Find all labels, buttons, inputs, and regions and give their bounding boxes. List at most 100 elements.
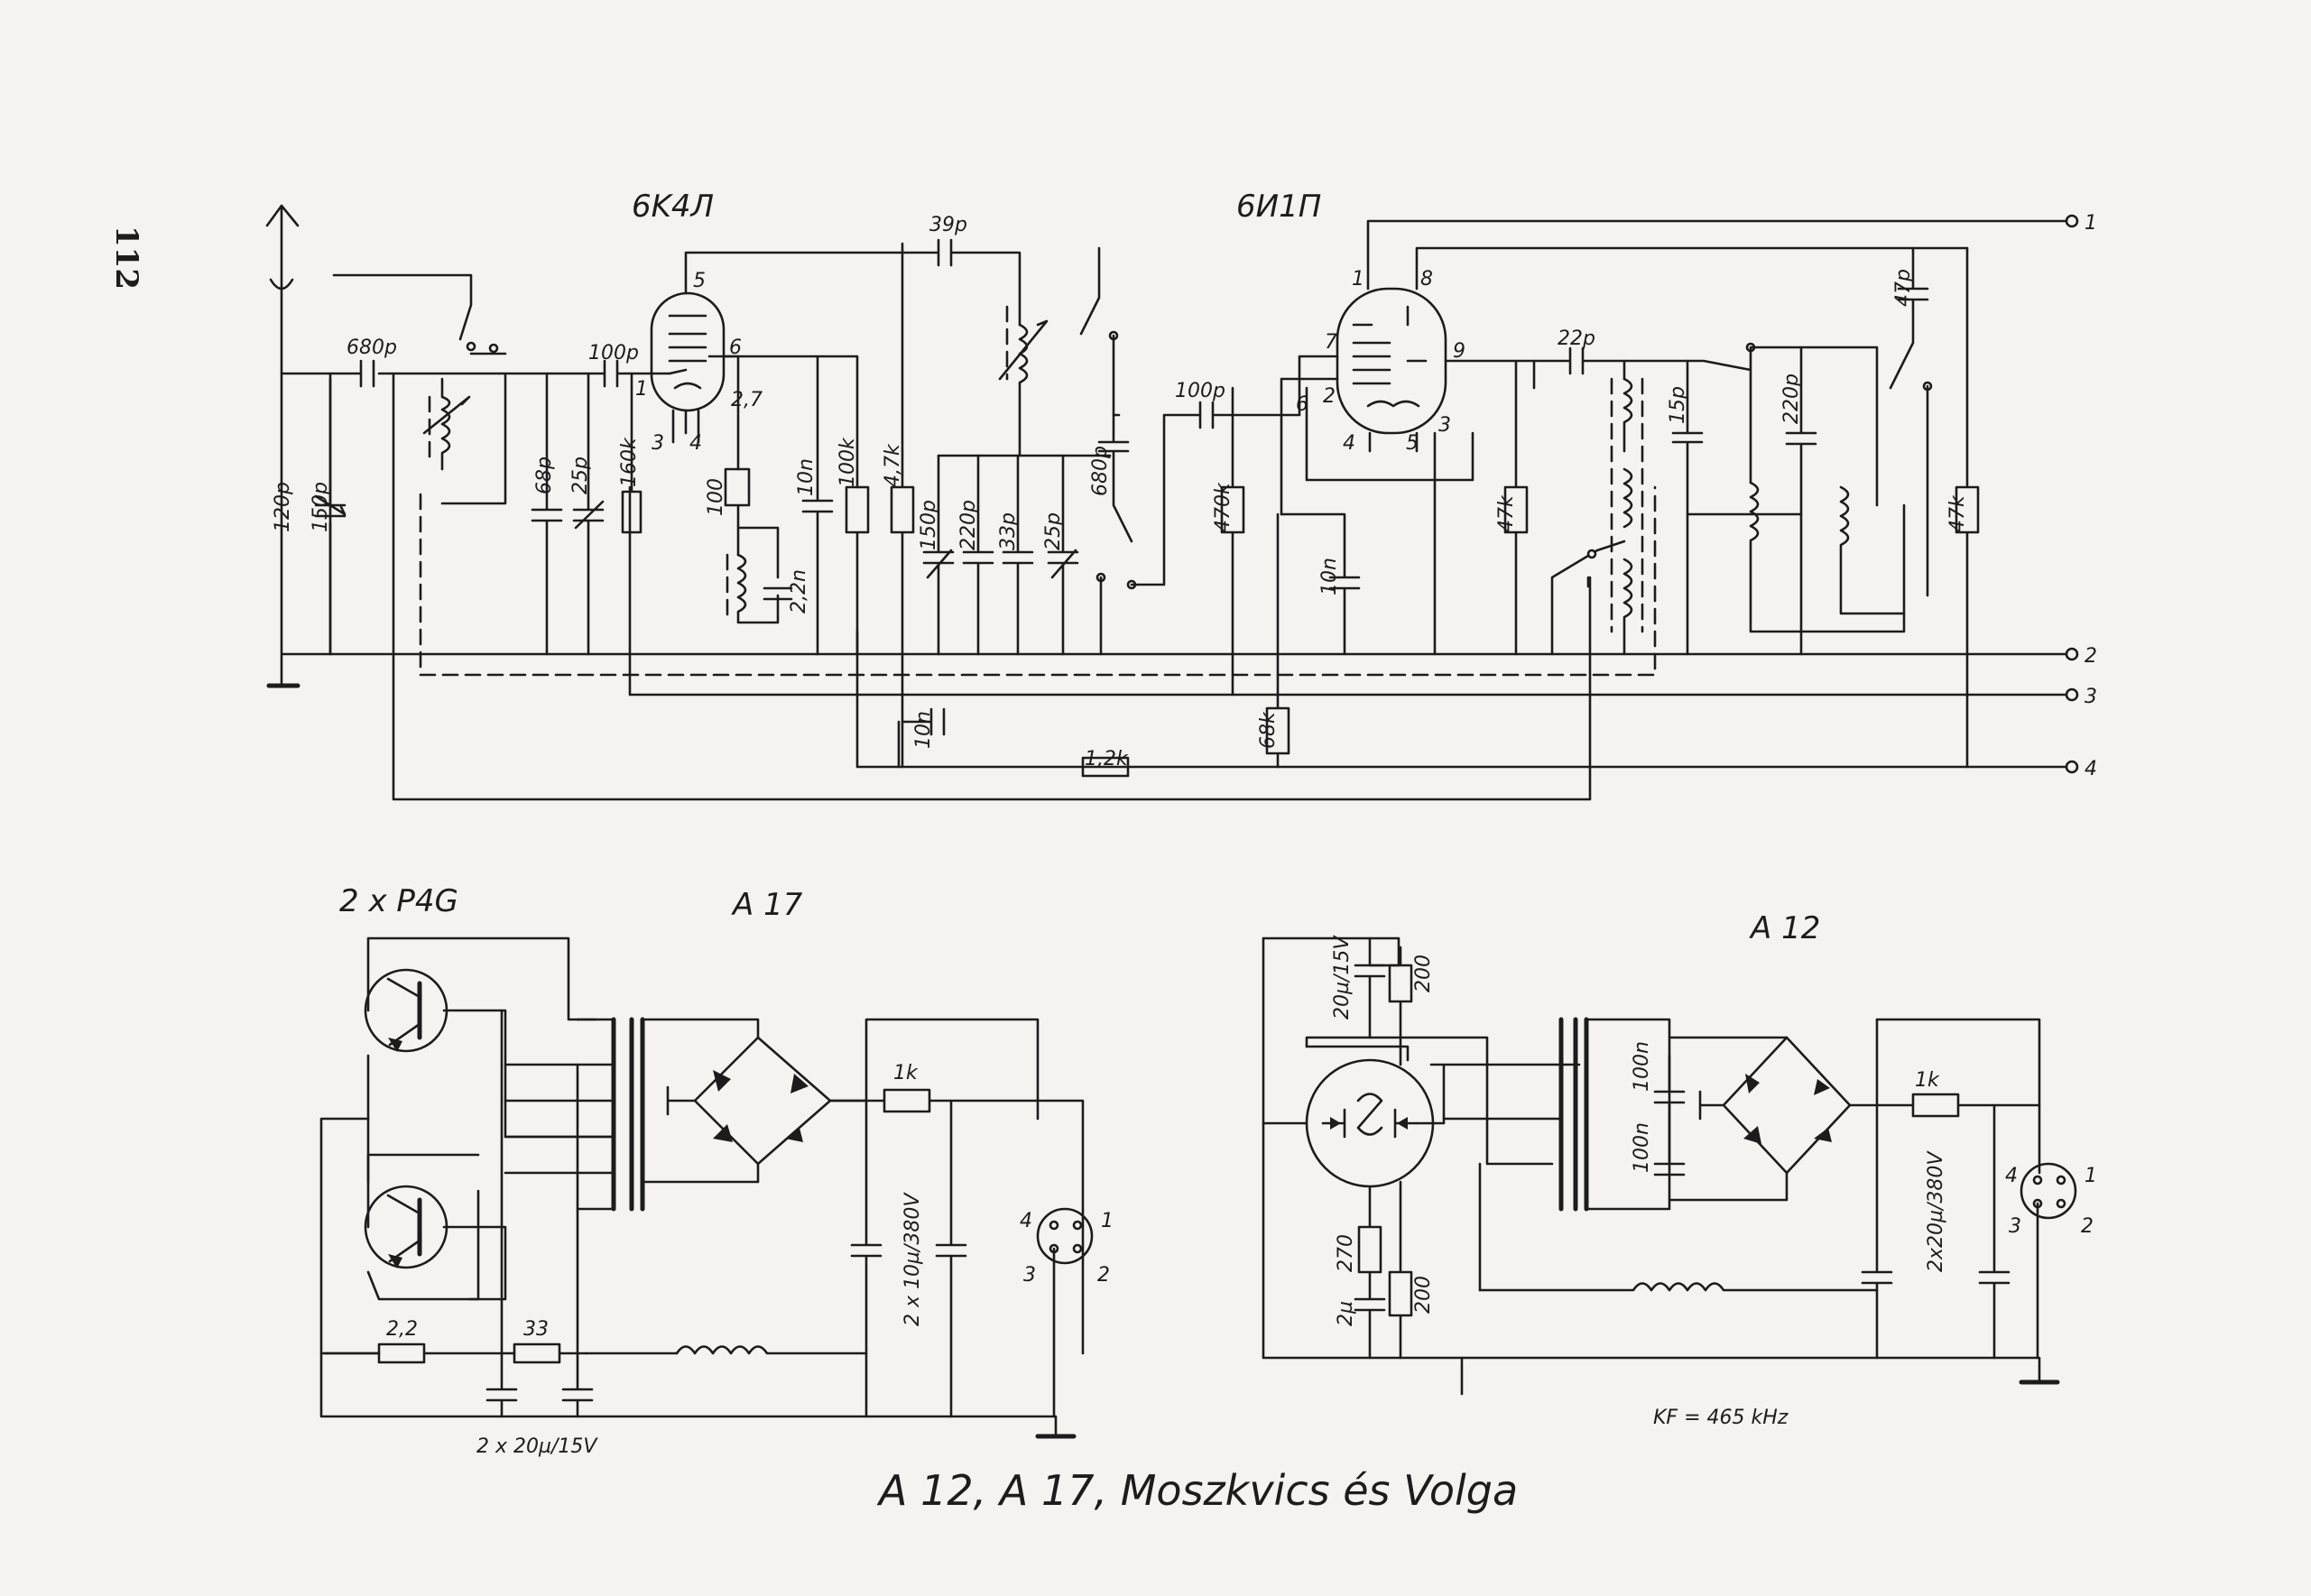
label-r-68k: 68k — [1257, 711, 1280, 749]
osc-tube-label: 6И1П — [1236, 189, 1321, 225]
label-c-150p-trim: 150p — [310, 482, 332, 532]
label-r-47k-b: 47k — [1946, 494, 1969, 532]
label-r-160k: 160k — [618, 437, 641, 487]
label-c-47p: 47p — [1892, 269, 1915, 307]
a12-label-c-filter: 2x20µ/380V — [1925, 1150, 1947, 1272]
a17-pin-4: 4 — [1020, 1210, 1032, 1232]
rectifier-bridge-icon — [666, 1018, 1040, 1166]
label-r-4-7k: 4,7k — [882, 443, 904, 487]
a12-pin-2: 2 — [2081, 1215, 2094, 1238]
figure-caption: A 12, A 17, Moszkvics és Volga — [876, 1466, 1518, 1515]
rectifier-tube-icon — [1305, 1058, 1435, 1188]
shield-bus — [419, 485, 1657, 677]
a12-label-20u: 20µ/15V — [1331, 935, 1354, 1019]
terminal-1 — [2065, 214, 2079, 228]
label-c-120p: 120p — [272, 482, 294, 532]
label-c-39p: 39p — [929, 214, 967, 236]
label-c-2-2n: 2,2n — [788, 569, 810, 613]
label-c-68p: 68p — [533, 457, 556, 494]
svg-text:4: 4 — [1343, 432, 1355, 455]
a17-transistor-label: 2 x P4G — [339, 883, 458, 919]
terminal-2 — [2065, 647, 2079, 661]
a12-label-200b: 200 — [1412, 1276, 1435, 1314]
a12-pin-4: 4 — [2005, 1165, 2018, 1187]
svg-text:6: 6 — [729, 337, 742, 359]
label-c-680p: 680p — [347, 337, 397, 359]
label-c-150p: 150p — [918, 500, 940, 550]
svg-text:8: 8 — [1420, 268, 1433, 291]
a17-pin-1: 1 — [1101, 1210, 1114, 1232]
a12-label-2u: 2µ — [1335, 1301, 1357, 1326]
label-r-1-2k: 1,2k — [1085, 748, 1129, 770]
label-r-470k: 470k — [1212, 482, 1234, 532]
a12-pin-1: 1 — [2085, 1165, 2097, 1187]
label-c-680p-b: 680p — [1089, 446, 1112, 496]
svg-text:3: 3 — [652, 432, 664, 455]
a12-label-200a: 200 — [1412, 955, 1435, 992]
svg-text:1: 1 — [1352, 268, 1364, 291]
a17-label-c-filter: 2 x 10µ/380V — [901, 1192, 924, 1326]
label-c-220p-b: 220p — [1780, 374, 1803, 424]
terminal-3-label: 3 — [2085, 686, 2097, 708]
transistor-icon — [364, 968, 448, 1053]
vertical-labels: 120p 150p 68p 25p 160k 100 2,2n 10n 100k… — [272, 269, 1969, 749]
switch-bus — [392, 372, 1592, 801]
a17-label-33: 33 — [523, 1318, 549, 1341]
svg-text:2,7: 2,7 — [731, 389, 763, 411]
label-c-15p: 15p — [1667, 386, 1689, 424]
a12-pin-3: 3 — [2009, 1215, 2021, 1238]
a17-label-c-pair: 2 x 20µ/15V — [476, 1435, 598, 1458]
tube-pin-labels: 5 6 1 2,7 3 4 1 8 7 9 6 2 4 5 3 — [635, 268, 1465, 455]
label-c-220p-a: 220p — [957, 500, 980, 550]
a12-label-270: 270 — [1335, 1234, 1357, 1272]
svg-text:5: 5 — [1406, 432, 1419, 455]
terminal-4 — [2065, 760, 2079, 774]
svg-text:5: 5 — [693, 270, 706, 292]
svg-text:7: 7 — [1325, 331, 1337, 354]
a17-pin-3: 3 — [1023, 1264, 1036, 1287]
if-transformer-coil — [1610, 377, 1644, 656]
terminal-2-label: 2 — [2085, 645, 2097, 668]
rf-tube-label: 6K4Л — [632, 189, 714, 225]
a12-title: A 12 — [1749, 910, 1820, 946]
transistor-icon — [364, 1185, 448, 1269]
label-c-100p-in: 100p — [588, 342, 639, 364]
svg-text:4: 4 — [689, 432, 702, 455]
a17-pin-2: 2 — [1097, 1264, 1110, 1287]
label-c-25p-b: 25p — [1042, 512, 1065, 550]
label-c-25p: 25p — [569, 457, 592, 494]
if-frequency-note: KF = 465 kHz — [1653, 1407, 1789, 1429]
b-plus-bus — [855, 630, 2068, 769]
terminal-1-label: 1 — [2085, 212, 2097, 235]
a17-power-supply: 2 x P4G A 17 — [319, 883, 1114, 1458]
rf-tube-6k4 — [650, 242, 904, 489]
terminal-4-label: 4 — [2085, 758, 2097, 780]
a17-label-2-2: 2,2 — [386, 1318, 418, 1341]
radio-schematic: 6K4Л 6И1П 680p 100p 39p 100p 22p 1,2k 12… — [265, 189, 2097, 801]
label-r-100k: 100k — [837, 437, 859, 487]
a12-power-supply: A 12 — [1262, 910, 2097, 1396]
svg-text:6: 6 — [1296, 393, 1308, 416]
terminal-3 — [2065, 687, 2079, 702]
socket-icon — [2020, 1162, 2077, 1360]
a12-label-100n-a: 100n — [1631, 1041, 1653, 1092]
label-r-47k-a: 47k — [1495, 494, 1518, 532]
socket-icon — [1036, 1207, 1094, 1418]
label-c-33p: 33p — [997, 512, 1020, 550]
osc-tube-6i1p — [1231, 219, 2068, 656]
label-c-100p-b: 100p — [1175, 380, 1225, 402]
a12-label-1k: 1k — [1915, 1069, 1940, 1092]
transformer-icon — [504, 1017, 760, 1212]
a17-title: A 17 — [731, 887, 803, 923]
svg-text:2: 2 — [1323, 385, 1336, 408]
antenna-icon — [265, 204, 300, 291]
svg-text:9: 9 — [1453, 340, 1465, 363]
agc-bus — [628, 485, 2068, 697]
rectifier-bridge-icon — [1668, 1036, 1852, 1202]
a17-label-1k: 1k — [893, 1062, 919, 1084]
label-c-10n-c: 10n — [912, 711, 935, 749]
a12-label-100n-b: 100n — [1631, 1122, 1653, 1173]
label-r-100: 100 — [705, 478, 727, 516]
